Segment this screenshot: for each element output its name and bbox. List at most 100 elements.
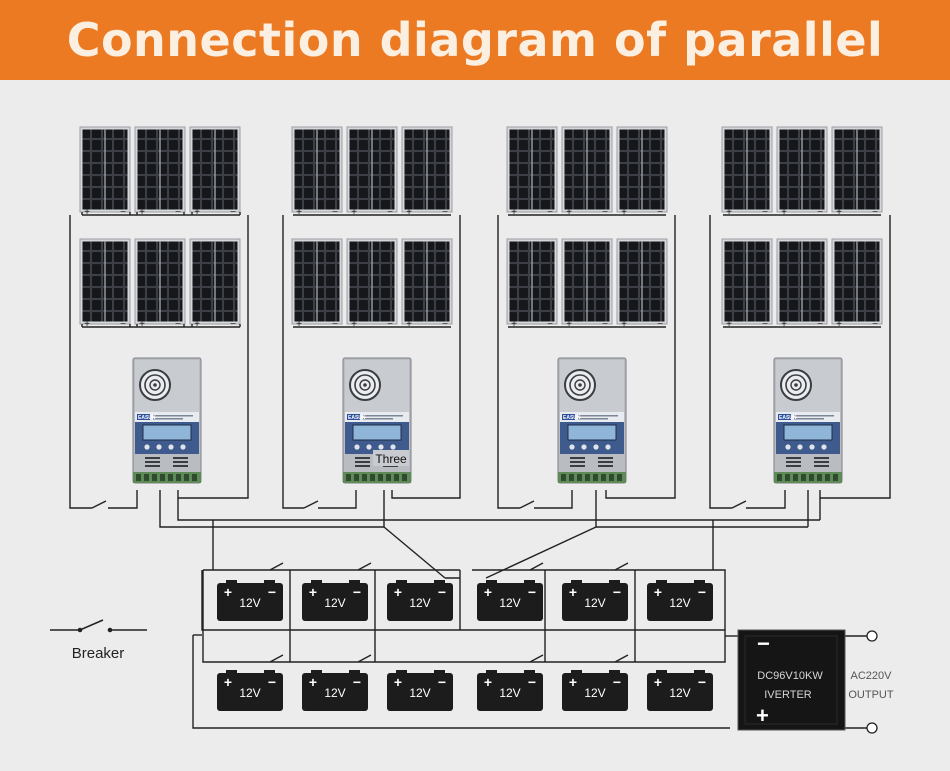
battery-negative: − xyxy=(268,674,276,690)
battery-voltage-label: 12V xyxy=(239,686,260,700)
panel-positive-mark: + xyxy=(406,207,412,218)
mppt-controller-2: EASUN Three xyxy=(342,357,412,484)
solar-panel-arrays: +−+−+−+−+−+−+−+−+−+−+−+−+−+−+−+−+−+−+−+−… xyxy=(79,126,883,330)
output-terminal-bottom xyxy=(866,722,878,734)
panel-positive-mark: + xyxy=(511,207,517,218)
output-voltage: AC220V xyxy=(851,670,893,682)
battery-12v: +−12V xyxy=(217,670,283,711)
battery-negative: − xyxy=(268,584,276,600)
solar-panel xyxy=(506,238,558,325)
panel-negative-mark: − xyxy=(175,207,181,218)
battery-12v: + −12V xyxy=(647,670,713,711)
battery-12v: +−12V xyxy=(217,580,283,621)
panel-negative-mark: − xyxy=(387,207,393,218)
panel-positive-mark: + xyxy=(781,319,787,330)
mppt-controller-3: EASUN xyxy=(557,357,627,484)
battery-12v: +−12V xyxy=(477,670,543,711)
panel-negative-mark: − xyxy=(602,319,608,330)
panel-negative-mark: − xyxy=(332,319,338,330)
battery-12v: + −12V xyxy=(302,580,368,621)
battery-negative: − xyxy=(528,584,536,600)
battery-12v: +−12V xyxy=(387,580,453,621)
battery-voltage-label: 12V xyxy=(584,686,605,700)
battery-12v: + −12V xyxy=(562,670,628,711)
solar-panel xyxy=(776,238,828,325)
switch-marks xyxy=(91,500,747,663)
controller-brand: EASUN xyxy=(779,415,797,421)
panel-positive-mark: + xyxy=(621,207,627,218)
battery-positive: + xyxy=(654,584,662,600)
battery-positive: + xyxy=(654,674,662,690)
controller-caption: Three xyxy=(375,452,407,466)
panel-negative-mark: − xyxy=(120,207,126,218)
solar-panel xyxy=(561,126,613,213)
page-title: Connection diagram of parallel xyxy=(66,13,884,67)
panel-positive-mark: + xyxy=(194,207,200,218)
battery-positive: + xyxy=(569,674,577,690)
panel-negative-mark: − xyxy=(817,207,823,218)
panel-positive-mark: + xyxy=(836,207,842,218)
wiring xyxy=(69,212,891,729)
battery-voltage-label: 12V xyxy=(409,686,430,700)
panel-positive-mark: + xyxy=(726,319,732,330)
solar-panel xyxy=(346,238,398,325)
solar-panel xyxy=(561,238,613,325)
solar-panel xyxy=(721,238,773,325)
battery-negative: − xyxy=(698,674,706,690)
panel-positive-mark: + xyxy=(566,207,572,218)
panel-negative-mark: − xyxy=(332,207,338,218)
battery-positive: + xyxy=(224,584,232,600)
solar-array-4: +−+−+−+−+−+− xyxy=(721,126,883,330)
battery-positive: + xyxy=(569,584,577,600)
panel-negative-mark: − xyxy=(872,319,878,330)
panel-positive-mark: + xyxy=(84,319,90,330)
solar-panel xyxy=(506,126,558,213)
battery-negative: − xyxy=(353,674,361,690)
solar-panel xyxy=(189,238,241,325)
solar-array-2: +−+−+−+−+−+− xyxy=(291,126,453,330)
inverter-positive-sign: + xyxy=(756,703,769,728)
panel-positive-mark: + xyxy=(566,319,572,330)
solar-panel xyxy=(831,126,883,213)
controller-brand: EASUN xyxy=(348,415,366,421)
mppt-controller-1: EASUN xyxy=(132,357,202,484)
panel-positive-mark: + xyxy=(296,319,302,330)
panel-negative-mark: − xyxy=(442,319,448,330)
panel-negative-mark: − xyxy=(817,319,823,330)
panel-positive-mark: + xyxy=(351,319,357,330)
solar-panel xyxy=(291,126,343,213)
battery-positive: + xyxy=(309,674,317,690)
battery-negative: − xyxy=(438,674,446,690)
battery-positive: + xyxy=(309,584,317,600)
solar-array-3: +−+−+−+−+−+− xyxy=(506,126,668,330)
inverter: − DC96V10KW IVERTER + xyxy=(737,629,846,731)
solar-panel xyxy=(79,126,131,213)
battery-negative: − xyxy=(613,584,621,600)
solar-panel xyxy=(831,238,883,325)
panel-negative-mark: − xyxy=(230,319,236,330)
panel-positive-mark: + xyxy=(726,207,732,218)
solar-panel xyxy=(616,238,668,325)
battery-voltage-label: 12V xyxy=(669,686,690,700)
panel-negative-mark: − xyxy=(762,207,768,218)
battery-negative: − xyxy=(353,584,361,600)
panel-positive-mark: + xyxy=(296,207,302,218)
panel-negative-mark: − xyxy=(602,207,608,218)
panel-positive-mark: + xyxy=(511,319,517,330)
controller-caption-bg xyxy=(373,450,409,466)
solar-panel xyxy=(346,126,398,213)
battery-negative: − xyxy=(613,674,621,690)
panel-negative-mark: − xyxy=(387,319,393,330)
battery-12v: +−12V xyxy=(647,580,713,621)
controller-brand: EASUN xyxy=(563,415,581,421)
panel-negative-mark: − xyxy=(657,319,663,330)
battery-12v: +−12V xyxy=(562,580,628,621)
solar-panel xyxy=(721,126,773,213)
battery-voltage-label: 12V xyxy=(324,596,345,610)
battery-voltage-label: 12V xyxy=(499,686,520,700)
inverter-negative-sign: − xyxy=(757,631,770,656)
output-label: OUTPUT xyxy=(848,689,894,701)
panel-negative-mark: − xyxy=(547,319,553,330)
